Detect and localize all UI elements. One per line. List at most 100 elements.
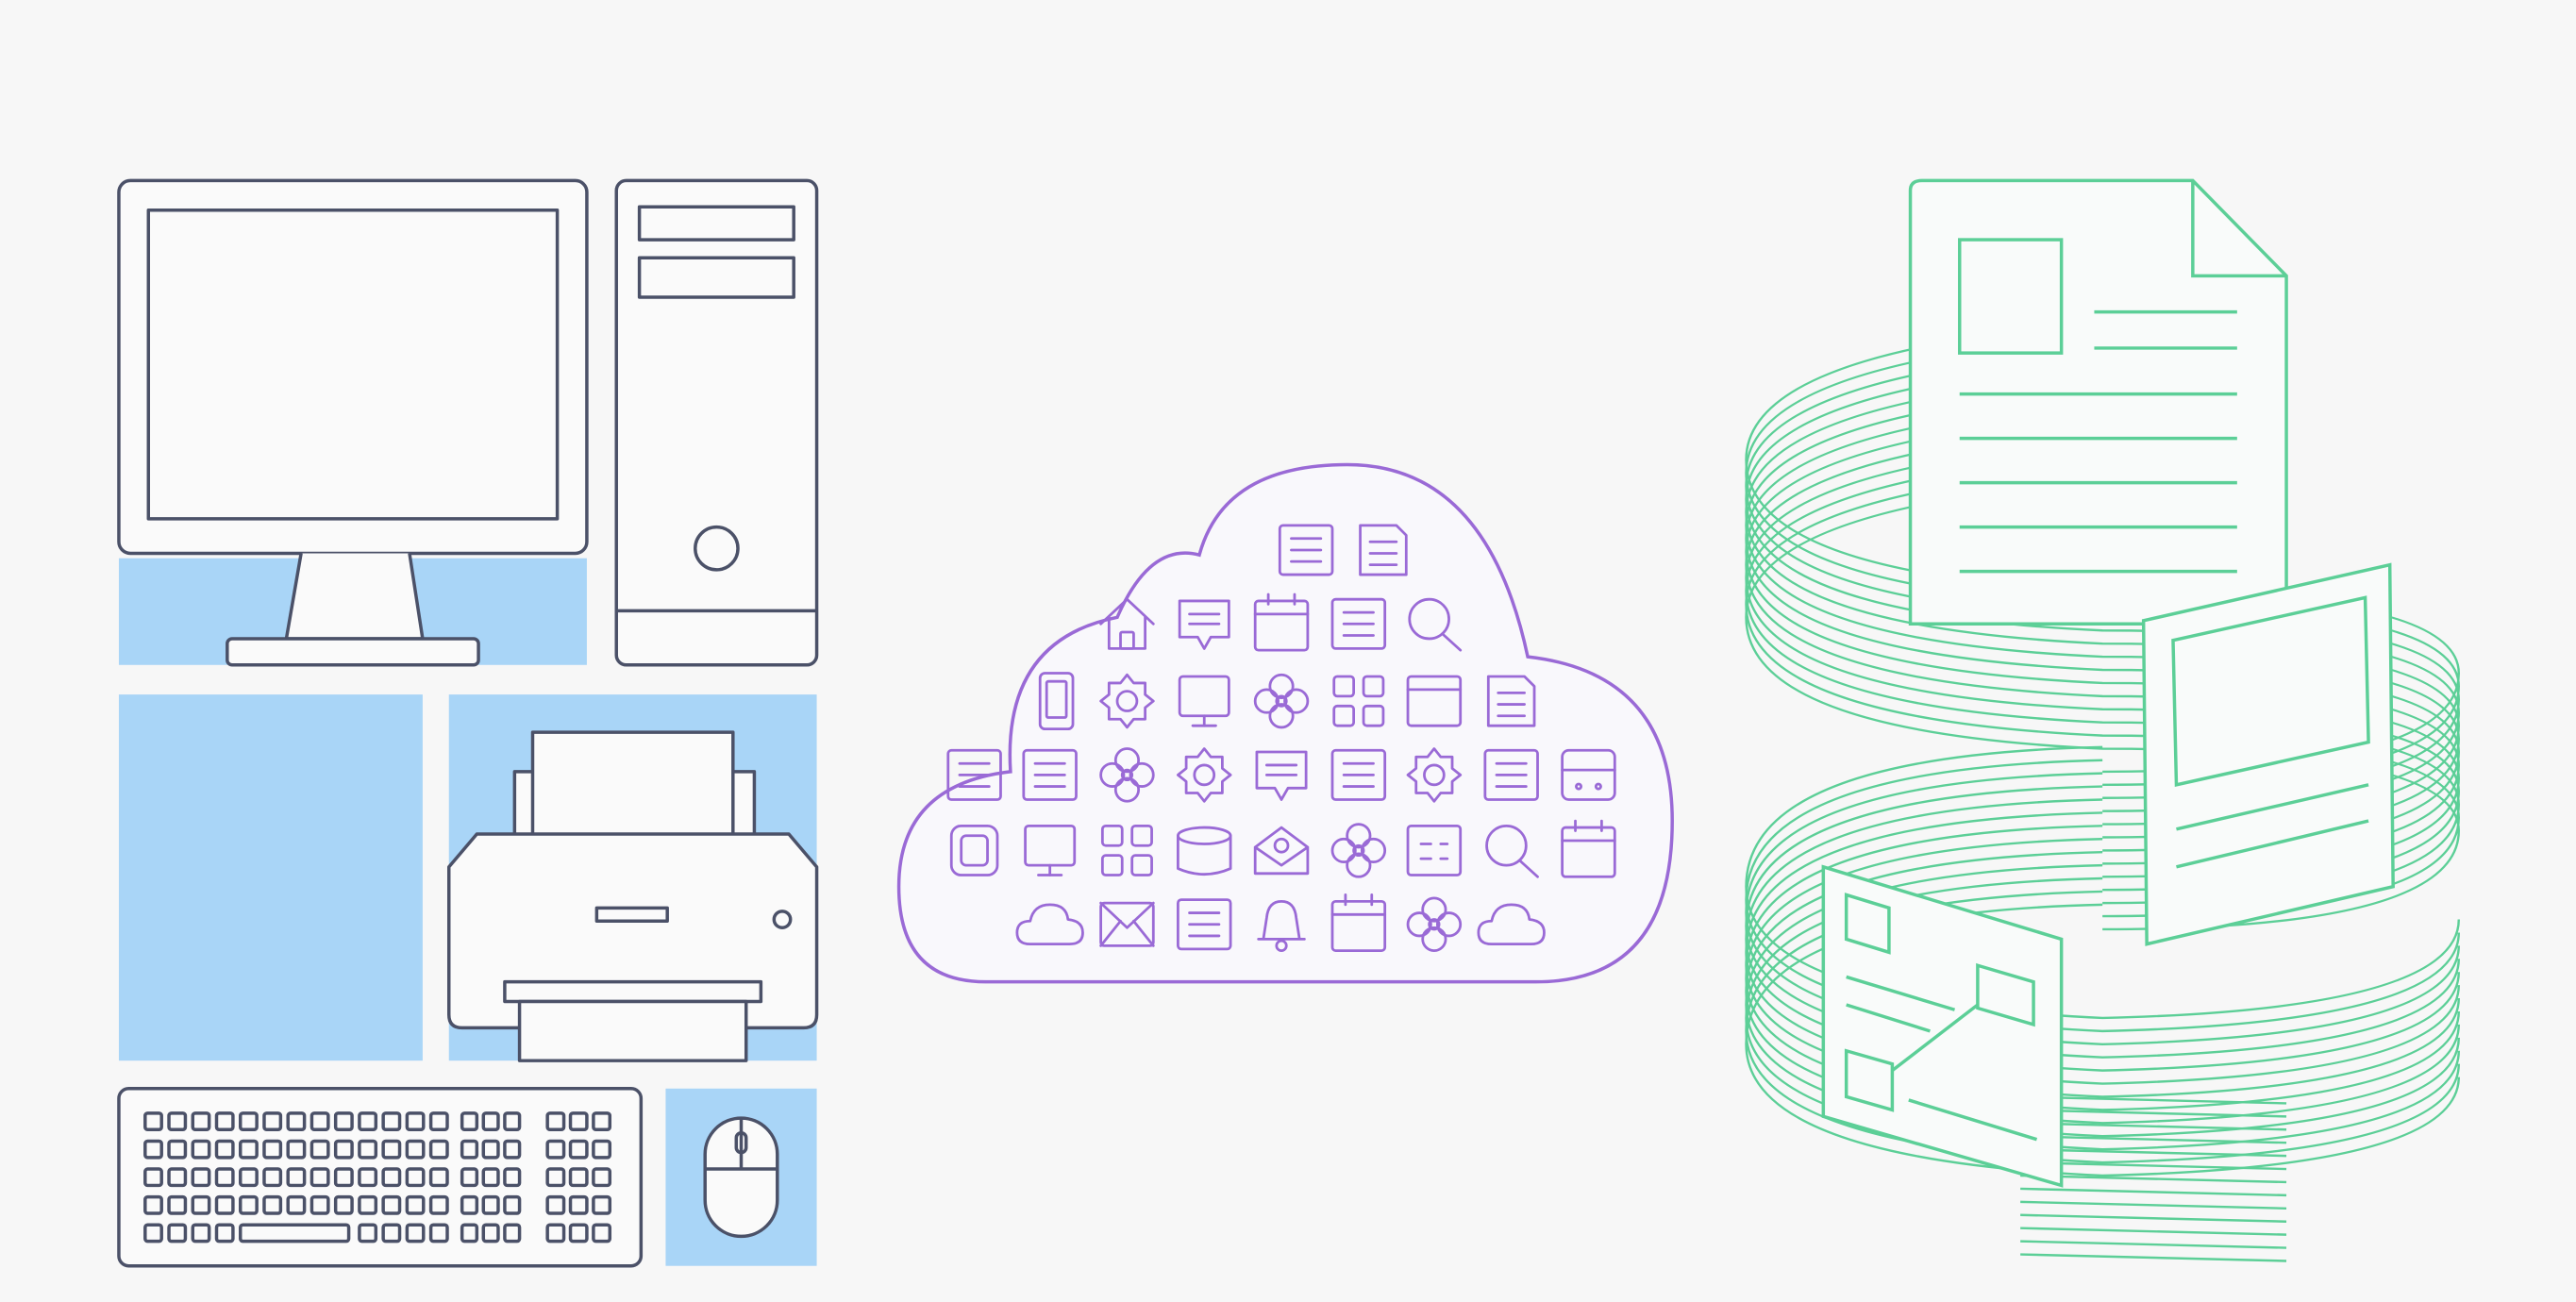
bell-icon — [1257, 899, 1306, 952]
coil-ring — [1745, 471, 2461, 931]
key — [262, 1194, 283, 1215]
monitor-icon — [1024, 824, 1077, 876]
key — [167, 1194, 188, 1215]
key — [481, 1111, 500, 1132]
tablet-document-icon — [2141, 562, 2395, 946]
coil-ring — [1745, 432, 2461, 892]
key — [191, 1139, 211, 1160]
key — [309, 1139, 330, 1160]
key — [405, 1167, 426, 1188]
key — [592, 1194, 612, 1215]
key — [428, 1194, 449, 1215]
key — [214, 1111, 235, 1132]
calendar-icon — [1253, 593, 1310, 652]
key — [191, 1167, 211, 1188]
key — [286, 1111, 307, 1132]
key — [286, 1139, 307, 1160]
key — [167, 1223, 188, 1244]
gear-icon — [1406, 747, 1463, 803]
coil-ring — [1745, 419, 2461, 878]
key — [358, 1223, 378, 1244]
key — [568, 1111, 589, 1132]
key — [503, 1139, 522, 1160]
key — [568, 1167, 589, 1188]
document-icon — [1908, 178, 2288, 626]
key — [460, 1111, 479, 1132]
doc-icon — [1486, 675, 1536, 727]
coil-line — [2020, 1213, 2287, 1223]
doc-list-icon — [1278, 524, 1334, 576]
key — [238, 1111, 259, 1132]
key — [568, 1194, 589, 1215]
flower-icon — [1099, 747, 1155, 803]
key — [592, 1223, 612, 1244]
key — [143, 1167, 163, 1188]
key — [262, 1139, 283, 1160]
key — [214, 1139, 235, 1160]
key — [381, 1111, 402, 1132]
blue-panel — [118, 694, 423, 1061]
key — [333, 1111, 354, 1132]
key — [460, 1139, 479, 1160]
key — [238, 1139, 259, 1160]
window-icon — [1406, 675, 1463, 727]
key — [428, 1111, 449, 1132]
key — [143, 1139, 163, 1160]
key — [214, 1194, 235, 1215]
doc-icon — [1359, 524, 1408, 576]
key — [428, 1167, 449, 1188]
phone-icon — [1038, 672, 1075, 731]
key — [503, 1111, 522, 1132]
mail-open-icon — [1253, 826, 1310, 876]
key — [481, 1194, 500, 1215]
key — [381, 1194, 402, 1215]
cloud-icon — [1015, 903, 1084, 946]
coil-line — [2020, 1253, 2287, 1262]
key — [545, 1194, 566, 1215]
key — [191, 1111, 211, 1132]
chart-document-icon — [1821, 864, 2064, 1188]
key — [568, 1223, 589, 1244]
key — [309, 1167, 330, 1188]
key — [286, 1167, 307, 1188]
doc-list-icon — [1330, 597, 1387, 650]
gear-icon — [1177, 747, 1232, 803]
printer-icon — [447, 730, 819, 1062]
coil-ring — [1745, 459, 2461, 918]
key — [592, 1111, 612, 1132]
key — [143, 1223, 163, 1244]
key — [503, 1167, 522, 1188]
grid-icon — [1332, 675, 1385, 727]
key — [191, 1194, 211, 1215]
coil-ring — [1745, 445, 2461, 905]
flower-icon — [1406, 896, 1463, 952]
key — [381, 1167, 402, 1188]
key — [309, 1111, 330, 1132]
key — [262, 1111, 283, 1132]
message-icon — [1178, 599, 1230, 650]
coil-ring — [1745, 392, 2461, 852]
key — [167, 1111, 188, 1132]
key — [592, 1167, 612, 1188]
key — [358, 1194, 378, 1215]
key — [286, 1194, 307, 1215]
coil-line — [2020, 1200, 2287, 1210]
computer-hardware — [117, 178, 819, 1268]
database-icon — [1177, 826, 1232, 876]
key — [262, 1167, 283, 1188]
key — [358, 1167, 378, 1188]
coil-line — [2020, 1240, 2287, 1249]
key — [381, 1223, 402, 1244]
coil-ring — [1745, 406, 2461, 865]
key — [428, 1139, 449, 1160]
key — [545, 1223, 566, 1244]
flower-icon — [1253, 673, 1310, 729]
key — [405, 1111, 426, 1132]
key — [568, 1139, 589, 1160]
gear-icon — [1099, 673, 1155, 729]
doc-list-icon — [1483, 748, 1539, 801]
key — [238, 1167, 259, 1188]
key — [592, 1139, 612, 1160]
key — [238, 1223, 351, 1244]
